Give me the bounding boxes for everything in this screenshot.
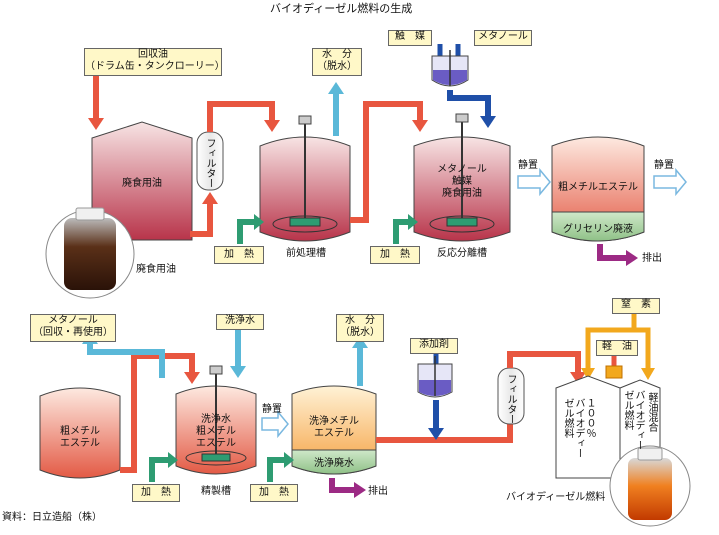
nitrogen-box: 窒 素 [612,298,660,314]
input-box: 回収油 （ドラム缶・タンクローリー） [84,48,225,76]
light-oil-box: 軽 油 [596,340,638,356]
heat-box-1: 加 熱 [214,246,264,264]
washed-ester-text: 洗浄メチル エステル [309,416,359,439]
ester-text: 粗メチルエステル [558,182,638,193]
refine-text: 洗浄水 粗メチル エステル [196,414,236,449]
page-title: バイオディーゼル燃料の生成 [270,2,413,15]
wash-water-box: 洗浄水 [216,314,264,330]
additive-box: 添加剤 [410,338,458,354]
discharge-label-top: 排出 [642,253,662,264]
photo-caption: 廃食用油 [136,264,176,275]
refine-caption: 精製槽 [201,486,231,497]
settle-label-3: 静置 [262,404,282,415]
heat-box-3: 加 熱 [132,484,180,502]
filter-label: フィルター [204,138,215,188]
filter-label-2: フィルター [505,374,516,424]
reactor-text: メタノール 触媒 廃食用油 [437,164,487,199]
settle-label-2: 静置 [654,160,674,171]
water-box-bottom: 水 分 （脱水） [336,314,384,342]
product-caption: バイオディーゼル燃料 [506,492,606,503]
methanol-recycle-box: メタノール （回収・再使用） [30,314,116,342]
heat-box-4: 加 熱 [250,484,298,502]
pretreat-caption: 前処理槽 [286,248,326,259]
waste-water-text: 洗浄廃水 [314,458,354,469]
heat-box-2: 加 熱 [370,246,420,264]
crude-ester-text: 粗メチル エステル [60,426,100,449]
catalyst-box: 触 媒 [388,30,432,46]
waste-oil-tank-label: 廃食用油 [122,178,162,189]
mixed-text: 軽油混合 [646,392,657,432]
bdf-tank2-text: バイオディー ゼル燃料 [622,390,644,450]
discharge-label-bottom: 排出 [368,486,388,497]
settle-label-1: 静置 [518,160,538,171]
water-box: 水 分 （脱水） [312,48,362,76]
bdf100-text: １００％ バイオディー ゼル燃料 [562,398,595,458]
glycerin-text: グリセリン廃液 [563,224,633,235]
methanol-box: メタノール [474,30,532,46]
reactor-caption: 反応分離槽 [437,248,487,259]
source-note: 資料：日立造船（株） [2,512,102,523]
